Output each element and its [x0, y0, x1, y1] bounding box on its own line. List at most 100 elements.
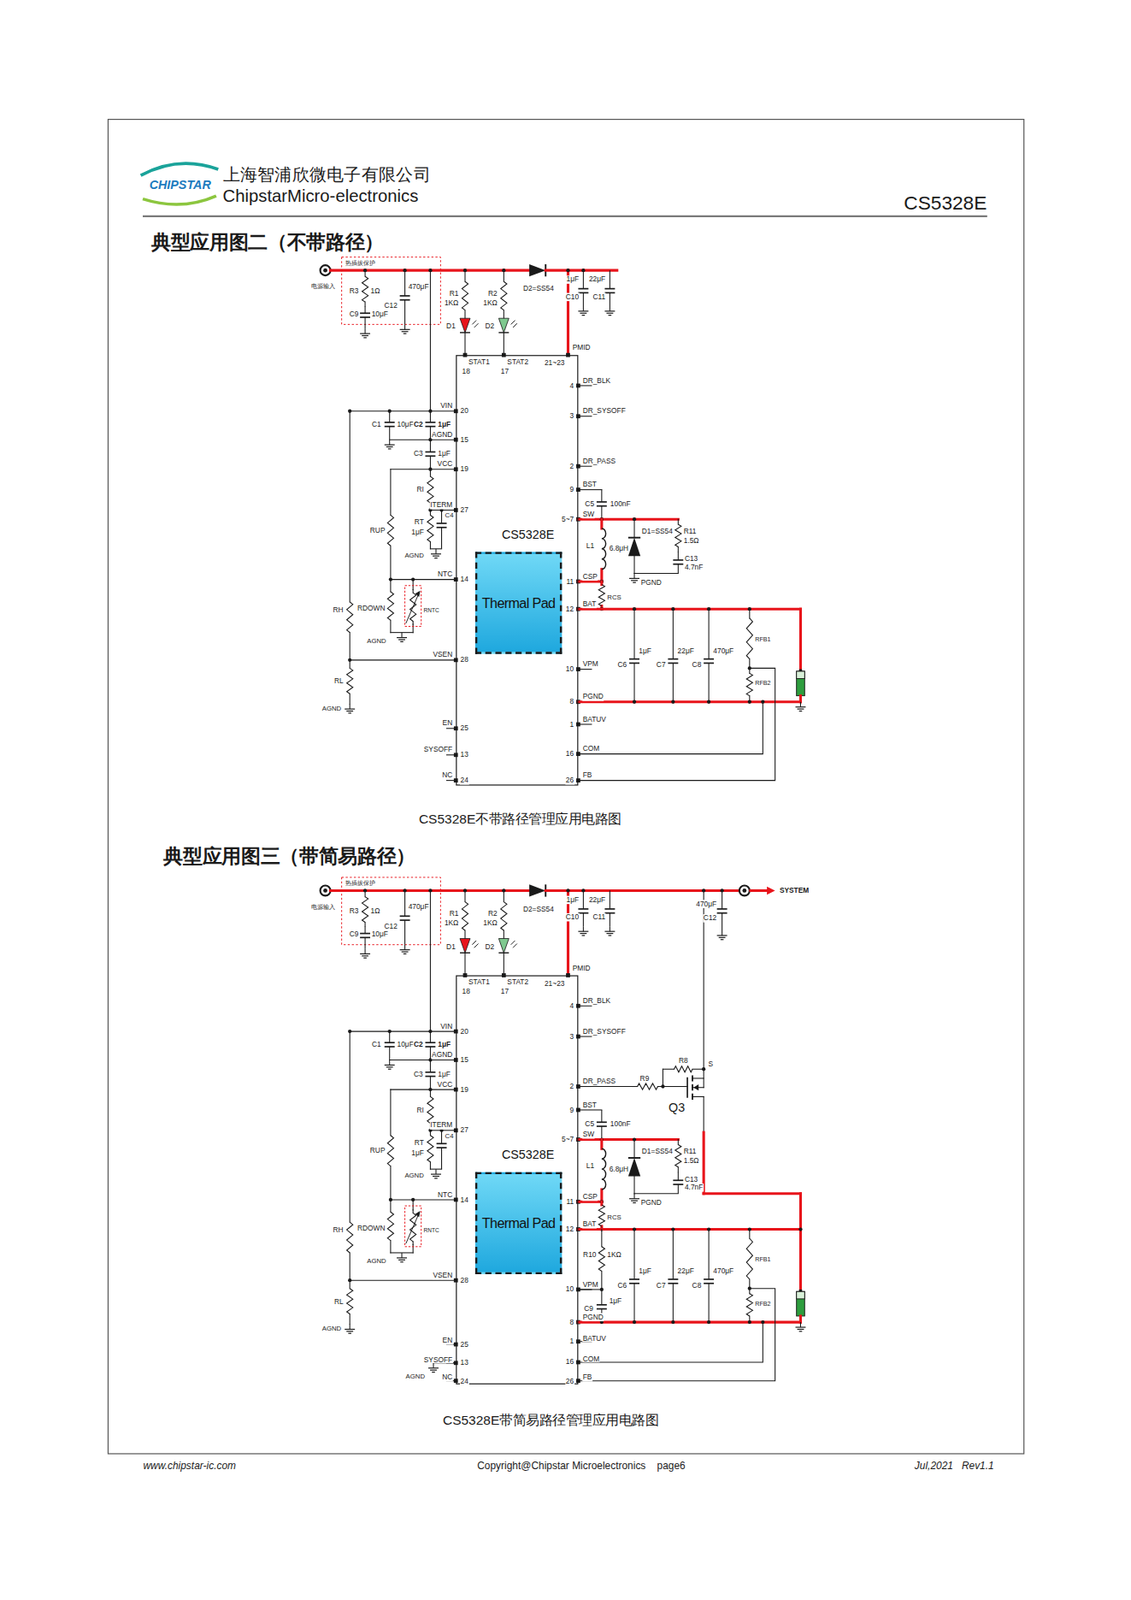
resistor-symbol — [746, 672, 753, 696]
wire — [577, 700, 801, 703]
component-label: 2 — [569, 1082, 575, 1090]
wire — [430, 270, 431, 412]
component-label: AGND — [431, 1050, 454, 1059]
component-label: 25 — [459, 1340, 469, 1349]
caption-text: Copyright@Chipstar Microelectronics page… — [477, 1460, 686, 1472]
wire — [583, 292, 584, 307]
component-label: 热插拔保护 — [344, 879, 377, 887]
ground-symbol — [388, 447, 392, 449]
resistor-symbol — [461, 281, 468, 310]
resistor-symbol — [427, 1095, 434, 1123]
heading-text: ChipstarMicro-electronics — [222, 187, 419, 207]
caption-text: CHIPSTAR — [148, 178, 212, 193]
capacitor-symbol — [384, 425, 395, 428]
capacitor-symbol — [424, 1071, 436, 1073]
wire — [672, 662, 674, 701]
wire — [600, 1139, 603, 1149]
wire — [708, 662, 710, 701]
wire — [657, 1085, 663, 1087]
capacitor-symbol — [604, 292, 615, 295]
wire — [609, 270, 611, 289]
capacitor-symbol — [424, 1041, 436, 1043]
wire — [389, 1240, 391, 1253]
capacitor-symbol — [384, 1041, 395, 1043]
component-label: 1Ω — [370, 907, 381, 915]
component-label: 100nF — [609, 1119, 631, 1128]
caption-text: CS5328E带简易路径管理应用电路图 — [441, 1413, 659, 1428]
ground-symbol — [604, 310, 615, 312]
wire — [412, 1209, 414, 1214]
wire — [430, 1059, 431, 1072]
inductor-symbol — [601, 528, 607, 570]
component-label: 25 — [459, 724, 469, 732]
component-label: DR_BLK — [582, 376, 611, 384]
diode-symbol — [529, 264, 546, 277]
component-label: DR_BLK — [582, 996, 611, 1005]
wire — [600, 1270, 602, 1289]
capacitor-symbol — [577, 292, 589, 295]
component-label: D1 — [446, 942, 457, 950]
wire — [600, 518, 603, 529]
wire — [545, 889, 618, 892]
component-label: STAT1 — [468, 977, 491, 986]
component-label: 18 — [461, 367, 471, 376]
component-label: 24 — [459, 776, 469, 784]
component-label: 3 — [569, 412, 575, 420]
component-label: AGND — [405, 1372, 425, 1380]
wire — [600, 1189, 603, 1202]
ground-symbol — [363, 957, 367, 959]
wire — [404, 889, 406, 916]
component-label: 18 — [461, 987, 471, 996]
wire — [677, 546, 679, 552]
led-light-arrow — [471, 320, 477, 325]
wire — [633, 518, 635, 537]
ground-symbol — [797, 1328, 805, 1330]
wire — [600, 1125, 602, 1140]
wire — [349, 1279, 456, 1281]
wire — [349, 411, 351, 602]
thermistor-arrow — [406, 1212, 420, 1243]
ground-symbol — [795, 706, 807, 707]
ground-symbol — [435, 548, 436, 554]
diode-symbol — [628, 1156, 641, 1159]
wire — [600, 506, 602, 520]
component-label: RDOWN — [357, 603, 386, 612]
component-label: RDOWN — [357, 1224, 386, 1232]
heading-text: CS5328E — [903, 193, 988, 215]
wire — [577, 667, 775, 780]
battery-symbol — [796, 1290, 806, 1316]
component-label: RUP — [369, 1146, 386, 1155]
resistor-symbol — [387, 1135, 394, 1167]
component-label: 4.7nF — [683, 1183, 703, 1191]
wire — [662, 1068, 664, 1086]
ground-symbol — [432, 1175, 440, 1177]
resistor-symbol — [746, 1293, 753, 1316]
wire — [721, 913, 723, 931]
wire — [365, 270, 366, 277]
wire — [609, 889, 611, 908]
ground-symbol — [396, 636, 407, 638]
junction-dot — [798, 1226, 802, 1231]
wire — [577, 1288, 601, 1290]
wire — [600, 1229, 602, 1247]
capacitor-symbol — [667, 1282, 678, 1285]
wire — [441, 527, 442, 549]
component-label: 10μF — [371, 310, 389, 319]
component-label: C7 — [655, 1281, 666, 1290]
capacitor-symbol — [400, 294, 411, 297]
chip-name: CS5328E — [501, 528, 554, 542]
component-label: AGND — [321, 1324, 342, 1332]
component-label: 470μF — [712, 1266, 735, 1275]
heading-text: 典型应用图三（带简易路径） — [163, 846, 417, 868]
component-label: 9 — [569, 485, 575, 494]
resistor-symbol — [675, 524, 682, 547]
ground-symbol — [583, 925, 584, 931]
led-light-arrow — [511, 940, 516, 945]
ground-symbol — [800, 701, 802, 707]
ground-symbol — [363, 336, 367, 338]
wire — [441, 509, 442, 524]
component-label: DR_SYSOFF — [582, 1027, 626, 1036]
resistor-symbol — [746, 618, 753, 660]
diode-symbol — [628, 537, 641, 556]
wire — [464, 889, 466, 902]
